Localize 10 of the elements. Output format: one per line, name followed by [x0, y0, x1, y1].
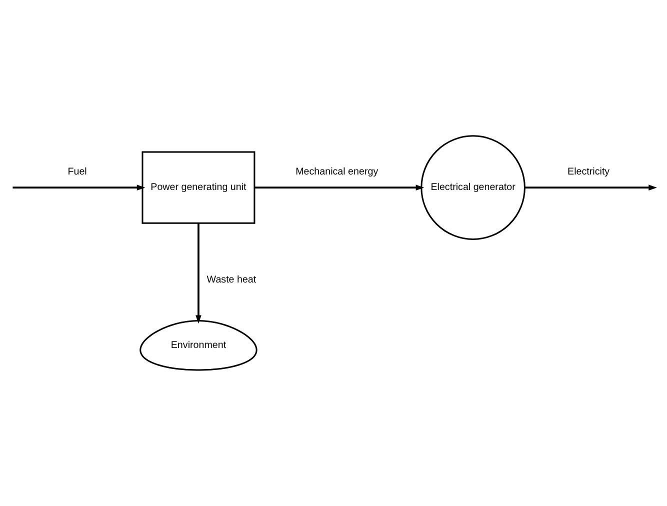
node-circle: Electrical generator — [420, 135, 526, 240]
arrow — [12, 184, 146, 190]
edge-label: Fuel — [68, 166, 87, 178]
edge-label: Waste heat — [206, 274, 256, 286]
node-box: Power generating unit — [142, 151, 256, 224]
arrow — [254, 184, 424, 190]
edge-label: Mechanical energy — [296, 166, 378, 178]
edge-label: Electricity — [568, 166, 610, 178]
arrow — [524, 184, 657, 190]
arrow — [196, 223, 202, 324]
